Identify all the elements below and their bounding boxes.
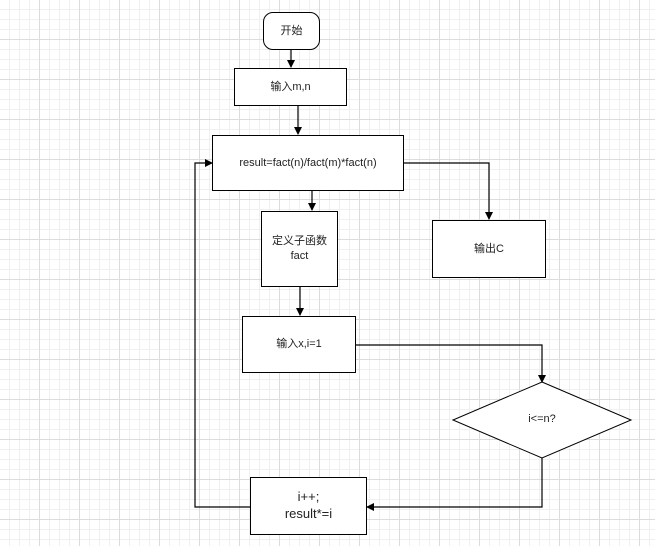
output-node: 输出C [432,220,546,278]
arrow-loop-back-to-result [194,159,250,508]
input-mn-label: 输入m,n [270,80,311,93]
loop-body-node: i++; result*=i [250,477,367,535]
arrow-inputx-to-condition [356,344,546,383]
input-mn-node: 输入m,n [234,68,347,106]
input-x-label: 输入x,i=1 [276,338,322,351]
define-fact-label: 定义子函数 fact [272,235,327,262]
loop-body-label: i++; result*=i [284,489,333,521]
define-fact-node: 定义子函数 fact [261,211,338,287]
start-node: 开始 [263,12,320,50]
condition-diamond [451,381,633,459]
start-label: 开始 [280,24,303,37]
arrow-result-to-output [404,162,493,220]
condition-label: i<=n? [528,413,556,425]
output-label: 输出C [474,242,504,255]
arrow-condition-to-loop [366,458,543,511]
result-label: result=fact(n)/fact(m)*fact(n) [239,156,377,169]
result-node: result=fact(n)/fact(m)*fact(n) [212,135,404,191]
input-x-node: 输入x,i=1 [242,316,356,373]
